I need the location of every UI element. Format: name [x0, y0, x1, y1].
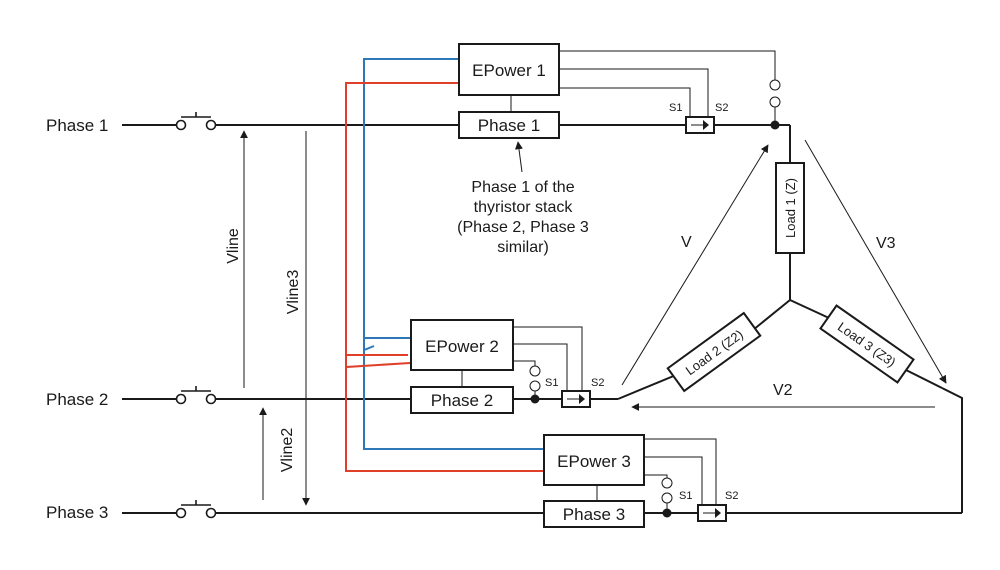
- junction-1: [770, 120, 780, 130]
- v3-label: V3: [876, 235, 896, 252]
- vline3-label: Vline3: [285, 270, 302, 315]
- fuse-3-icon: [661, 477, 673, 513]
- phase-2-label: Phase 2: [46, 390, 108, 409]
- vline2-label: Vline2: [279, 428, 296, 473]
- stack-phase-3-label: Phase 3: [563, 505, 625, 524]
- sense-wires-2: [513, 326, 583, 391]
- vline-label: Vline: [225, 228, 242, 264]
- stack-phase-1-label: Phase 1: [478, 116, 540, 135]
- voltage-arrows: [240, 130, 947, 506]
- epower-3-box: [543, 434, 645, 486]
- v2-label: V2: [773, 382, 793, 399]
- thyristor-1-icon: [685, 116, 715, 134]
- switch-phase-3: [175, 500, 217, 519]
- phase-3-label: Phase 3: [46, 503, 108, 522]
- sense-wires-1: [559, 50, 776, 117]
- thyristor-3-icon: [697, 504, 727, 522]
- epower-1-box: [458, 43, 560, 96]
- s2-label-3: S2: [725, 490, 738, 502]
- stack-phase-2-box: [410, 386, 514, 414]
- s2-label-1: S2: [715, 102, 728, 114]
- s1-label-2: S1: [545, 377, 558, 389]
- sense-wires-3: [644, 438, 717, 505]
- annotation-line-2: thyristor stack: [474, 199, 574, 216]
- stack-annotation: Phase 1 of the thyristor stack (Phase 2,…: [457, 179, 589, 256]
- junction-3: [662, 508, 672, 518]
- thyristor-2-icon: [561, 390, 591, 408]
- stack-phase-3-box: [543, 500, 645, 528]
- epower-2-label: EPower 2: [425, 337, 499, 356]
- load-2-box: [666, 311, 762, 393]
- switch-phase-1: [175, 112, 217, 131]
- epower-2-box: [410, 319, 514, 371]
- v-label: V: [681, 234, 692, 251]
- annotation-line-1: Phase 1 of the: [471, 179, 574, 196]
- phase-1-label: Phase 1: [46, 116, 108, 135]
- epower-3-label: EPower 3: [557, 452, 631, 471]
- load-1-box: [775, 162, 805, 254]
- s2-label-2: S2: [591, 377, 604, 389]
- junction-2: [530, 394, 540, 404]
- switch-phase-2: [175, 386, 217, 405]
- load-1-label: Load 1 (Z): [783, 178, 798, 238]
- fuse-2-icon: [529, 365, 541, 399]
- fuse-1-icon: [769, 79, 781, 125]
- s1-label-3: S1: [679, 490, 692, 502]
- stack-phase-1-box: [458, 111, 560, 139]
- annotation-line-3: (Phase 2, Phase 3: [457, 219, 589, 236]
- s1-label-1: S1: [669, 102, 682, 114]
- control-wires: [345, 58, 544, 472]
- annotation-line-4: similar): [497, 239, 549, 256]
- load-network: [617, 125, 963, 513]
- epower-1-label: EPower 1: [472, 61, 546, 80]
- load-3-box: [819, 304, 915, 384]
- stack-phase-2-label: Phase 2: [431, 391, 493, 410]
